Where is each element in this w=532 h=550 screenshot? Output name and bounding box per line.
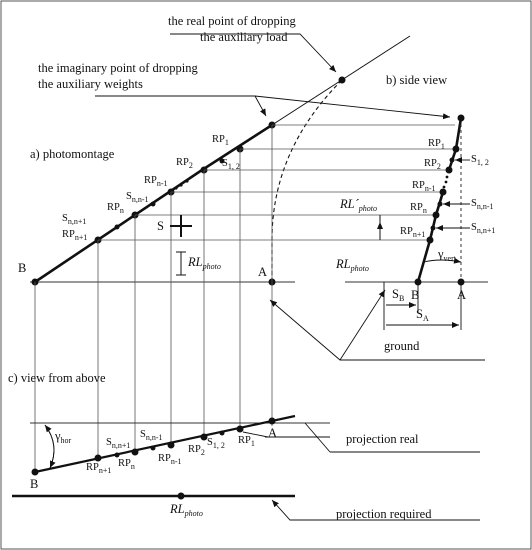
side-points <box>414 114 465 286</box>
svg-text:SA: SA <box>416 307 429 323</box>
top-point-b: B <box>30 477 38 491</box>
photo-point-s: S <box>157 219 164 233</box>
svg-text:γvert: γvert <box>437 247 457 263</box>
svg-text:RPn: RPn <box>118 458 135 471</box>
drop-trajectory <box>271 79 343 282</box>
svg-text:RPn+1: RPn+1 <box>86 462 111 475</box>
projection-required-label: projection required <box>336 507 432 521</box>
top-rope <box>34 414 296 474</box>
side-rope-upper <box>447 117 463 171</box>
svg-text:Sn,n+1: Sn,n+1 <box>106 437 130 450</box>
projection-real-label: projection real <box>346 432 419 446</box>
svg-text:Sn,n-1: Sn,n-1 <box>140 429 163 442</box>
view-from-above-title: c) view from above <box>8 371 106 385</box>
svg-text:S1, 2: S1, 2 <box>207 437 225 450</box>
top-point-a: A <box>268 426 277 440</box>
svg-text:γhor: γhor <box>54 429 72 445</box>
svg-text:RP2: RP2 <box>424 158 441 171</box>
svg-text:Sn,n+1: Sn,n+1 <box>471 222 495 235</box>
svg-text:S1, 2: S1, 2 <box>222 158 240 171</box>
svg-text:S1, 2: S1, 2 <box>471 154 489 167</box>
svg-text:RP1: RP1 <box>428 138 445 151</box>
real-point-label-2: the auxiliary load <box>200 30 288 44</box>
svg-text:RP1: RP1 <box>212 134 229 147</box>
projection-required-callout <box>271 499 330 521</box>
projection-verticals <box>34 125 273 472</box>
svg-text:RP2: RP2 <box>188 444 205 457</box>
svg-text:Sn,n-1: Sn,n-1 <box>126 191 149 204</box>
svg-text:SB: SB <box>392 287 404 303</box>
svg-text:RPn+1: RPn+1 <box>400 226 425 239</box>
svg-text:RPn+1: RPn+1 <box>62 229 87 242</box>
ground-callout <box>269 299 485 361</box>
svg-text:RPn-1: RPn-1 <box>158 453 182 466</box>
imaginary-point-label-1: the imaginary point of dropping <box>38 61 198 75</box>
real-point-label-1: the real point of dropping <box>168 14 296 28</box>
imaginary-point-label-2: the auxiliary weights <box>38 77 143 91</box>
gamma-vert-arc <box>423 257 462 264</box>
side-point-b: B <box>411 288 419 302</box>
svg-text:RLphoto: RLphoto <box>169 502 203 518</box>
top-points <box>31 417 276 476</box>
ground-label: ground <box>384 339 420 353</box>
imaginary-point-callout <box>95 95 267 117</box>
svg-text:RPn: RPn <box>107 202 124 215</box>
photo-point-a: A <box>258 265 267 279</box>
side-point-a: A <box>457 288 466 302</box>
photo-point-b: B <box>18 261 26 275</box>
svg-text:RLphoto: RLphoto <box>187 255 221 271</box>
projection-horizontals <box>98 124 455 241</box>
svg-text:Sn,n+1: Sn,n+1 <box>62 213 86 226</box>
svg-text:RP2: RP2 <box>176 157 193 170</box>
real-point-callout <box>170 33 337 73</box>
svg-text:RP1: RP1 <box>238 435 255 448</box>
photomontage-title: a) photomontage <box>30 147 115 161</box>
svg-text:RLphoto: RLphoto <box>335 257 369 273</box>
svg-text:RPn: RPn <box>410 202 427 215</box>
side-view-title: b) side view <box>386 73 447 87</box>
svg-text:RPn-1: RPn-1 <box>412 180 436 193</box>
svg-text:RPn-1: RPn-1 <box>144 175 168 188</box>
svg-text:Sn,n-1: Sn,n-1 <box>471 198 494 211</box>
svg-text:RL´photo: RL´photo <box>339 197 377 213</box>
